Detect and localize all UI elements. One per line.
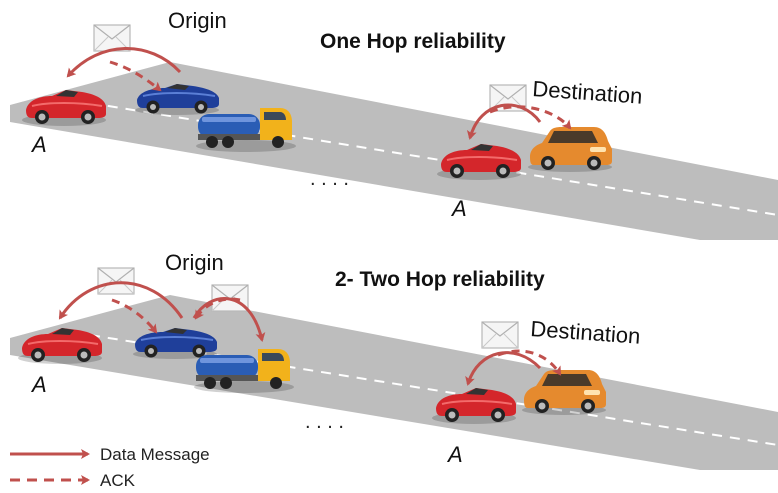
ack-arrow bbox=[109, 60, 162, 92]
node-a-right: A bbox=[446, 442, 463, 467]
destination-label: Destination bbox=[532, 76, 644, 109]
origin-label: Origin bbox=[168, 8, 227, 33]
legend-ack-label: ACK bbox=[100, 471, 136, 490]
ack-arrow bbox=[111, 298, 158, 334]
node-a-left: A bbox=[30, 372, 47, 397]
panel-title: One Hop reliability bbox=[320, 30, 506, 53]
truck-1 bbox=[196, 108, 296, 152]
legend: Data Message ACK bbox=[10, 445, 210, 490]
panel-two-hop: Origin 2- Two Hop reliability Destinatio… bbox=[10, 250, 778, 470]
panel-one-hop: Origin One Hop reliability Destination A… bbox=[10, 8, 778, 240]
destination-label: Destination bbox=[530, 316, 642, 349]
origin-label: Origin bbox=[165, 250, 224, 275]
legend-data-message-label: Data Message bbox=[100, 445, 210, 464]
envelope-icon bbox=[481, 321, 519, 349]
node-a-left: A bbox=[30, 132, 47, 157]
ack-arrow bbox=[489, 105, 572, 130]
node-a-right: A bbox=[450, 196, 467, 221]
panel-title: 2- Two Hop reliability bbox=[335, 268, 545, 291]
data-message-arrow bbox=[66, 47, 182, 78]
data-message-arrow bbox=[466, 103, 542, 140]
ack-arrow bbox=[497, 349, 562, 376]
truck-2 bbox=[194, 349, 294, 393]
envelope-icon bbox=[97, 267, 135, 295]
road-1 bbox=[10, 62, 778, 240]
ack-arrow bbox=[194, 297, 241, 320]
road-2 bbox=[10, 295, 778, 470]
car-a-left-1 bbox=[21, 89, 107, 127]
gap-dots: . . . . bbox=[305, 411, 344, 433]
gap-dots: . . . . bbox=[310, 168, 349, 190]
car-destination-1 bbox=[528, 127, 612, 172]
data-message-arrow bbox=[58, 281, 184, 320]
